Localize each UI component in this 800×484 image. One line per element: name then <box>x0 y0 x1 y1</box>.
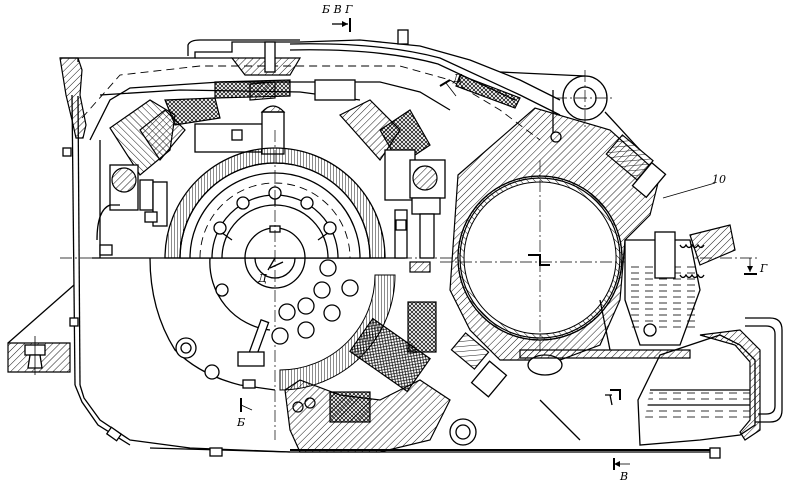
bolt-icon <box>105 426 123 442</box>
gear-case <box>610 224 783 446</box>
axle-bearing-housing <box>440 107 691 441</box>
label-section-d-rotor: Д <box>257 272 268 285</box>
vent-cap <box>397 29 409 45</box>
pole-bolt <box>412 165 438 191</box>
bolt-icon <box>264 41 276 73</box>
armature <box>60 130 760 440</box>
label-section-g-right: Г <box>759 262 768 275</box>
bolt-icon <box>62 147 72 157</box>
bolt-circle-bottom <box>271 259 359 345</box>
label-callout-10: 10 <box>712 173 726 186</box>
bolt-circle-top <box>213 186 337 235</box>
pole-bolt <box>111 167 137 193</box>
section-marks: Б В Г Д Д Г 10 Б В <box>236 3 768 483</box>
label-section-b-bottom: Б <box>236 416 245 429</box>
right-pole-assembly <box>339 99 446 273</box>
left-pole-assembly <box>92 97 405 259</box>
label-section-bvg: Б В Г <box>321 3 353 16</box>
label-section-d-top: Д <box>452 72 463 85</box>
pinion-gear <box>284 301 477 453</box>
bolt-icon <box>69 317 79 327</box>
label-section-v-bottom: В <box>619 470 628 483</box>
